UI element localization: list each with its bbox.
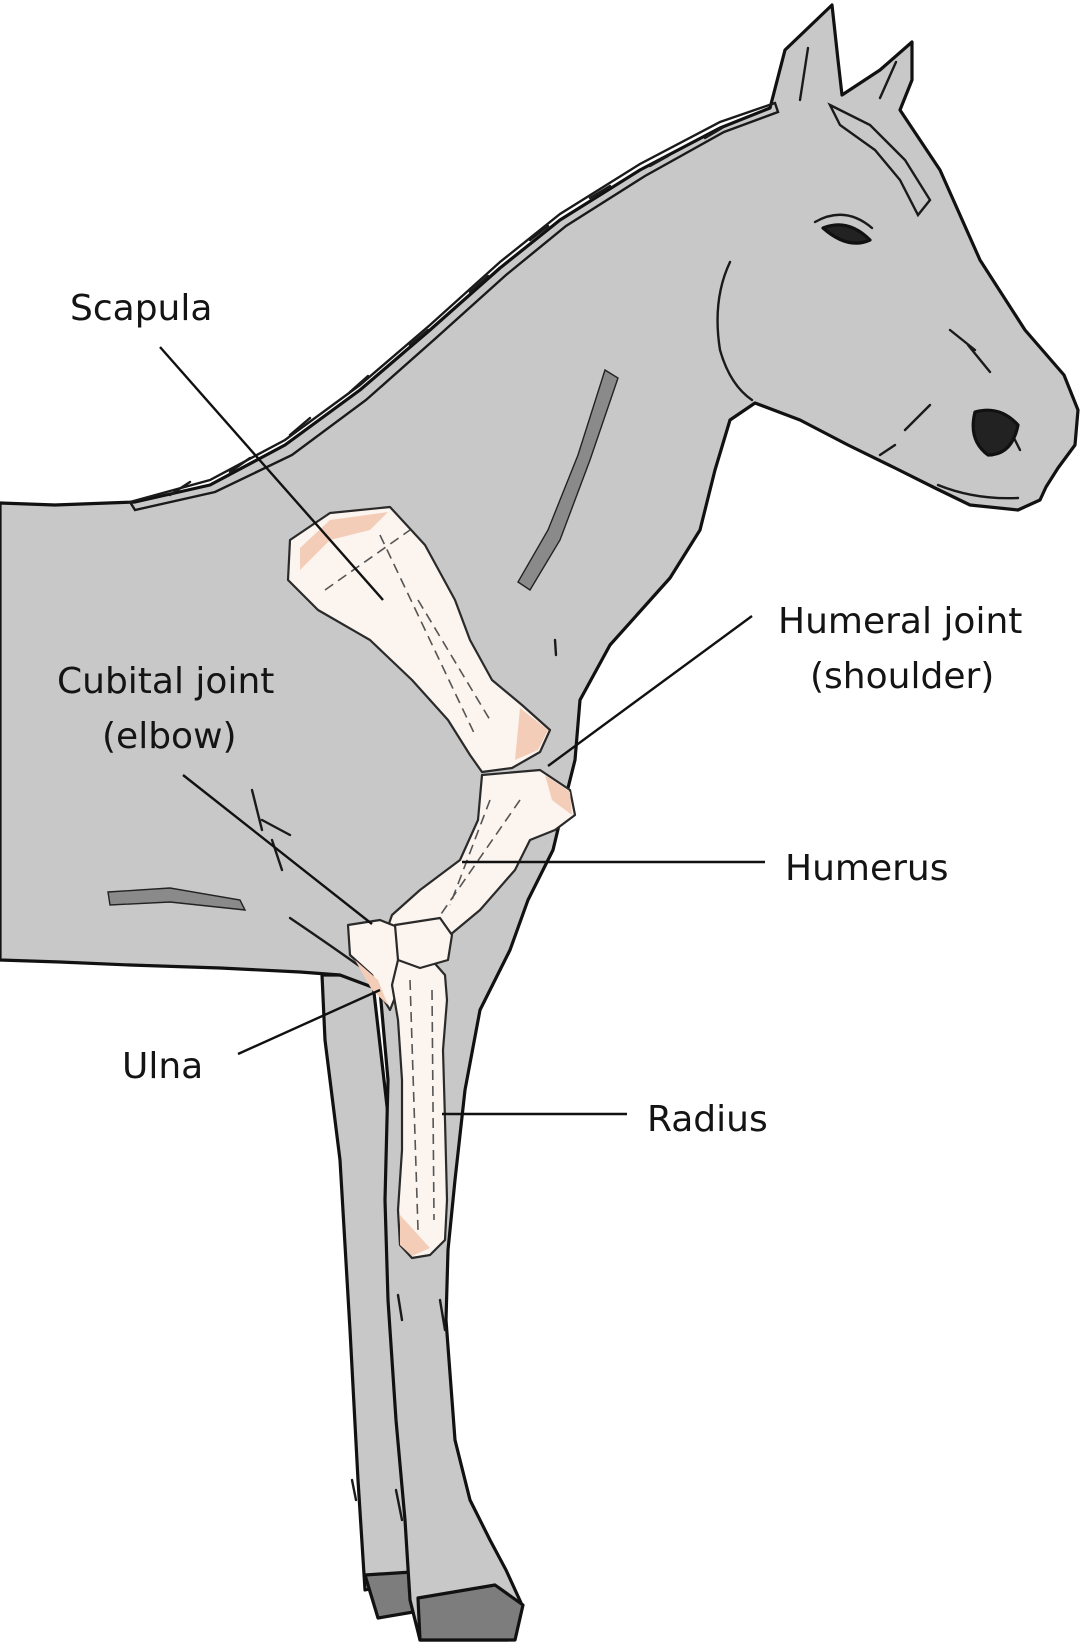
head-details [716,213,1022,500]
carpal-bones [393,916,454,970]
mane [128,101,932,512]
label-humeral-joint-line2: (shoulder) [810,656,994,697]
scapula-bone [286,505,552,774]
leader-lines [159,346,765,1116]
leader-humeral-joint [547,615,753,767]
ear-inner [798,46,810,102]
leader-cubital-joint [182,774,373,925]
label-cubital-joint-line1: Cubital joint [57,661,274,702]
near-hoof [416,1583,525,1642]
scapula-shadow [300,512,388,570]
ear-inner-far [878,60,898,100]
label-humerus: Humerus [785,848,948,889]
leader-ulna [237,988,381,1056]
eye [821,223,872,245]
label-ulna: Ulna [122,1046,203,1087]
mouth [936,483,1020,500]
labels: Scapula Humeral joint (shoulder) Cubital… [57,288,1022,1140]
leader-scapula [159,346,384,601]
label-humeral-joint-line1: Humeral joint [778,601,1022,642]
nostril [971,408,1020,457]
label-radius: Radius [647,1099,768,1140]
forelock [827,102,932,218]
label-cubital-joint-line2: (elbow) [102,716,237,757]
jaw-line [716,260,754,402]
body-shading [107,368,619,1522]
label-scapula: Scapula [70,288,212,329]
